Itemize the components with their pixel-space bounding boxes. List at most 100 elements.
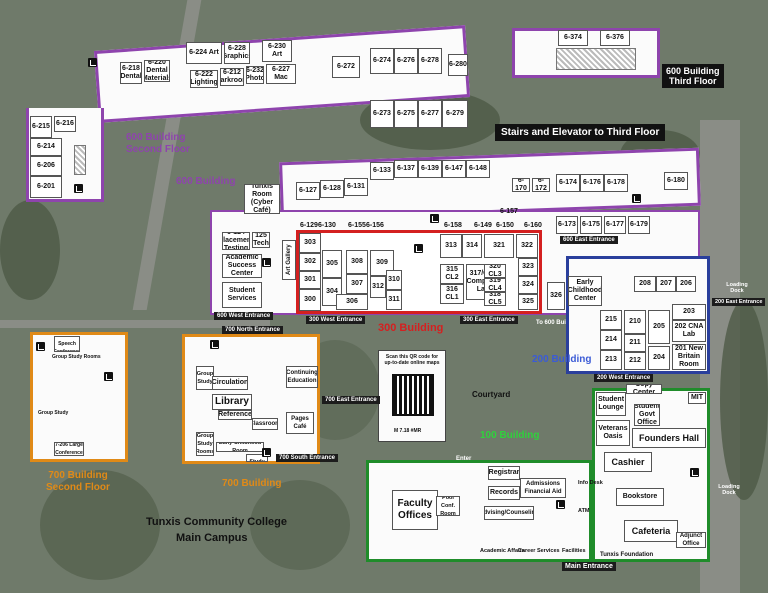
room[interactable]: 314 <box>462 234 482 258</box>
room[interactable]: 7-206 Large Conference <box>54 442 84 456</box>
room[interactable]: 6-178 <box>604 174 628 192</box>
room[interactable]: Circulation <box>212 376 248 390</box>
room[interactable]: 321 <box>484 234 514 258</box>
room[interactable]: Pool Conf. Room <box>436 496 460 516</box>
room[interactable]: MIT <box>688 392 706 404</box>
room[interactable]: 6-125 Tech Tutor <box>252 232 270 248</box>
room[interactable]: Advising/Counseling <box>484 506 534 520</box>
room[interactable]: 305 <box>322 250 342 278</box>
room[interactable]: 309 <box>370 250 394 276</box>
room[interactable]: Classroom <box>252 418 278 430</box>
room[interactable]: 316 CL1 <box>440 284 464 304</box>
room[interactable]: 6-148 <box>466 160 490 178</box>
room[interactable]: 6-139 <box>418 160 442 178</box>
room[interactable]: 211 <box>624 334 646 352</box>
room[interactable]: 203 <box>672 304 706 320</box>
room[interactable]: 6-206 <box>30 156 62 176</box>
room[interactable]: 6-128 <box>320 180 344 198</box>
room[interactable]: Admissions Financial Aid <box>520 478 566 498</box>
room[interactable]: 302 <box>299 253 321 271</box>
entrance-700-east[interactable]: 700 East Entrance <box>322 396 380 404</box>
room[interactable]: 6-201 <box>30 176 62 198</box>
room[interactable]: 319 CL4 <box>484 278 506 292</box>
room[interactable]: 6-147 <box>442 160 466 178</box>
room[interactable]: 320 CL3 <box>484 264 506 278</box>
room[interactable]: 210 <box>624 310 646 334</box>
room[interactable]: 6-218 Dental <box>120 62 142 84</box>
room[interactable]: 318 CL5 <box>484 292 506 306</box>
room[interactable]: 6-277 <box>418 100 442 128</box>
room[interactable]: 6-214 <box>30 138 62 156</box>
room[interactable]: 313 <box>440 234 462 258</box>
room[interactable]: Reference <box>218 410 252 420</box>
room[interactable]: 308 <box>346 250 368 274</box>
room[interactable]: 204 <box>648 346 670 370</box>
room[interactable]: 6-179 <box>628 216 650 234</box>
room[interactable]: 310 <box>386 270 402 290</box>
room[interactable]: 322 <box>516 234 538 258</box>
room[interactable]: 6-224 Art <box>186 42 222 64</box>
room[interactable]: Group Study Rooms <box>196 432 214 456</box>
room[interactable]: Art Gallery <box>282 240 296 280</box>
room[interactable]: Veterans Oasis <box>596 420 630 446</box>
room[interactable]: 315 CL2 <box>440 264 464 284</box>
room[interactable]: Academic Success Center <box>222 254 262 278</box>
room[interactable]: 6-376 <box>600 30 630 46</box>
entrance-300-west[interactable]: 300 West Entrance <box>306 316 366 324</box>
room[interactable]: 6-274 <box>370 48 394 74</box>
room[interactable]: 205 <box>648 310 670 344</box>
room[interactable]: 6-232 Photo <box>246 66 264 84</box>
room[interactable]: 215 <box>600 310 622 330</box>
room[interactable]: 301 <box>299 271 321 289</box>
room[interactable]: 206 <box>676 276 696 292</box>
room[interactable]: Early Childhood Center <box>568 276 602 306</box>
room[interactable]: 6-228 Graphics <box>224 42 250 64</box>
entrance-200-east[interactable]: 200 East Entrance <box>712 298 766 306</box>
room[interactable]: Founders Hall <box>632 428 706 448</box>
room[interactable]: Student Govt Office <box>634 404 660 426</box>
room[interactable]: Student Lounge <box>596 392 626 416</box>
room[interactable]: 6-280 <box>448 54 468 76</box>
room[interactable]: 6-227 Mac <box>266 64 296 84</box>
room[interactable]: 213 <box>600 350 622 370</box>
room[interactable]: 6-180 <box>664 172 688 190</box>
room[interactable]: 6-220 Dental Materials <box>144 60 170 82</box>
room[interactable]: 6-133 <box>370 162 394 180</box>
room[interactable]: Group Study <box>246 454 268 462</box>
room[interactable]: 312 <box>370 276 386 298</box>
room[interactable]: 307 <box>346 274 368 294</box>
room[interactable]: Early Childhood Room <box>216 442 264 452</box>
room[interactable]: 6-279 <box>442 100 468 128</box>
room[interactable]: 6-273 <box>370 100 394 128</box>
room[interactable]: 6-272 <box>332 56 360 78</box>
room[interactable]: 6-137 <box>394 160 418 178</box>
room[interactable]: 201 New Britain Room <box>672 344 706 370</box>
room[interactable]: Copy Center <box>626 384 662 394</box>
room[interactable]: 6-176 <box>580 174 604 192</box>
room[interactable]: 207 <box>656 276 676 292</box>
room[interactable]: 214 <box>600 330 622 350</box>
entrance-700-south[interactable]: 700 South Entrance <box>276 454 339 462</box>
room[interactable]: Faculty Offices <box>392 490 438 530</box>
room[interactable]: 311 <box>386 290 402 310</box>
room[interactable]: 202 CNA Lab <box>672 320 706 342</box>
room[interactable]: 6-216 <box>54 116 76 132</box>
entrance-600-east[interactable]: 600 East Entrance <box>560 236 618 244</box>
room[interactable]: 6-215 <box>30 116 52 138</box>
entrance-main[interactable]: Main Entrance <box>562 562 616 571</box>
room[interactable]: 6-278 <box>418 48 442 74</box>
entrance-700-north[interactable]: 700 North Entrance <box>222 326 284 334</box>
room[interactable]: 7-202 Speech Conference <box>54 336 80 352</box>
building-700-second-floor[interactable] <box>30 332 128 462</box>
room[interactable]: 6-173 <box>556 216 578 234</box>
room[interactable]: Bookstore <box>616 488 664 506</box>
room[interactable]: Tunxis Room (Cyber Café) <box>244 184 280 214</box>
room[interactable]: Cashier <box>604 452 652 472</box>
room[interactable]: 6-212 Darkroom <box>220 68 244 86</box>
room[interactable]: 6-177 <box>604 216 626 234</box>
room[interactable]: Continuing Education <box>286 366 318 388</box>
entrance-600-west[interactable]: 600 West Entrance <box>214 312 274 320</box>
room[interactable]: 6-276 <box>394 48 418 74</box>
entrance-300-east[interactable]: 300 East Entrance <box>460 316 518 324</box>
room[interactable]: 323 <box>518 258 538 276</box>
